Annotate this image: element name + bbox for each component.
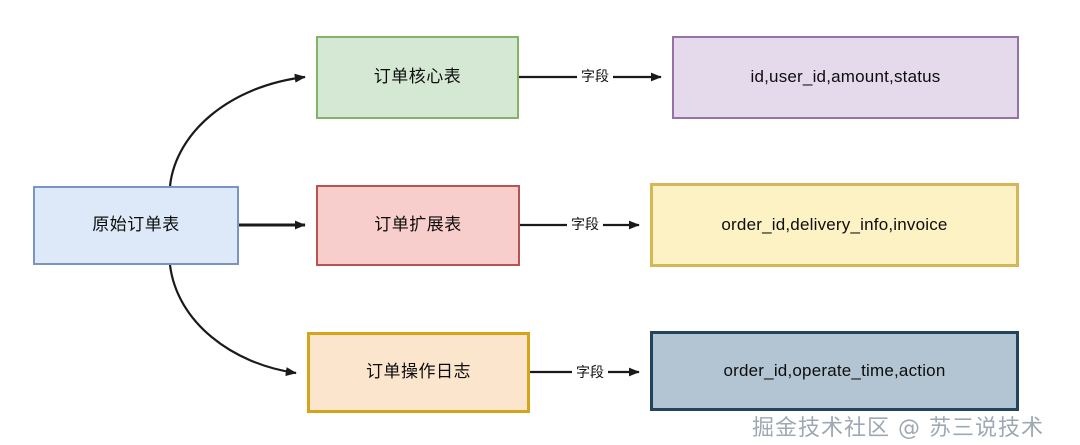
node-extension-fields[interactable]: order_id,delivery_info,invoice: [650, 183, 1019, 267]
edge-label-log-fields: 字段: [572, 362, 608, 382]
node-order-operation-log[interactable]: 订单操作日志: [307, 332, 530, 413]
node-order-operation-log-label: 订单操作日志: [366, 362, 471, 382]
node-core-fields-label: id,user_id,amount,status: [750, 67, 941, 87]
edge-label-extension-fields: 字段: [567, 214, 603, 234]
node-order-core-table[interactable]: 订单核心表: [316, 36, 519, 119]
edge-label-core-fields: 字段: [577, 66, 613, 86]
node-log-fields-label: order_id,operate_time,action: [723, 360, 946, 380]
watermark: 掘金技术社区 @ 苏三说技术: [752, 416, 1044, 441]
node-log-fields[interactable]: order_id,operate_time,action: [650, 331, 1019, 411]
edge-source-to-core: [168, 73, 306, 187]
node-original-order-table[interactable]: 原始订单表: [33, 186, 239, 265]
node-order-core-table-label: 订单核心表: [373, 67, 462, 87]
node-order-extension-table[interactable]: 订单扩展表: [316, 185, 520, 266]
node-original-order-table-label: 原始订单表: [92, 215, 180, 235]
node-extension-fields-label: order_id,delivery_info,invoice: [721, 214, 948, 234]
node-order-extension-table-label: 订单扩展表: [374, 215, 462, 235]
node-core-fields[interactable]: id,user_id,amount,status: [672, 36, 1019, 119]
edge-source-to-log: [168, 264, 297, 377]
